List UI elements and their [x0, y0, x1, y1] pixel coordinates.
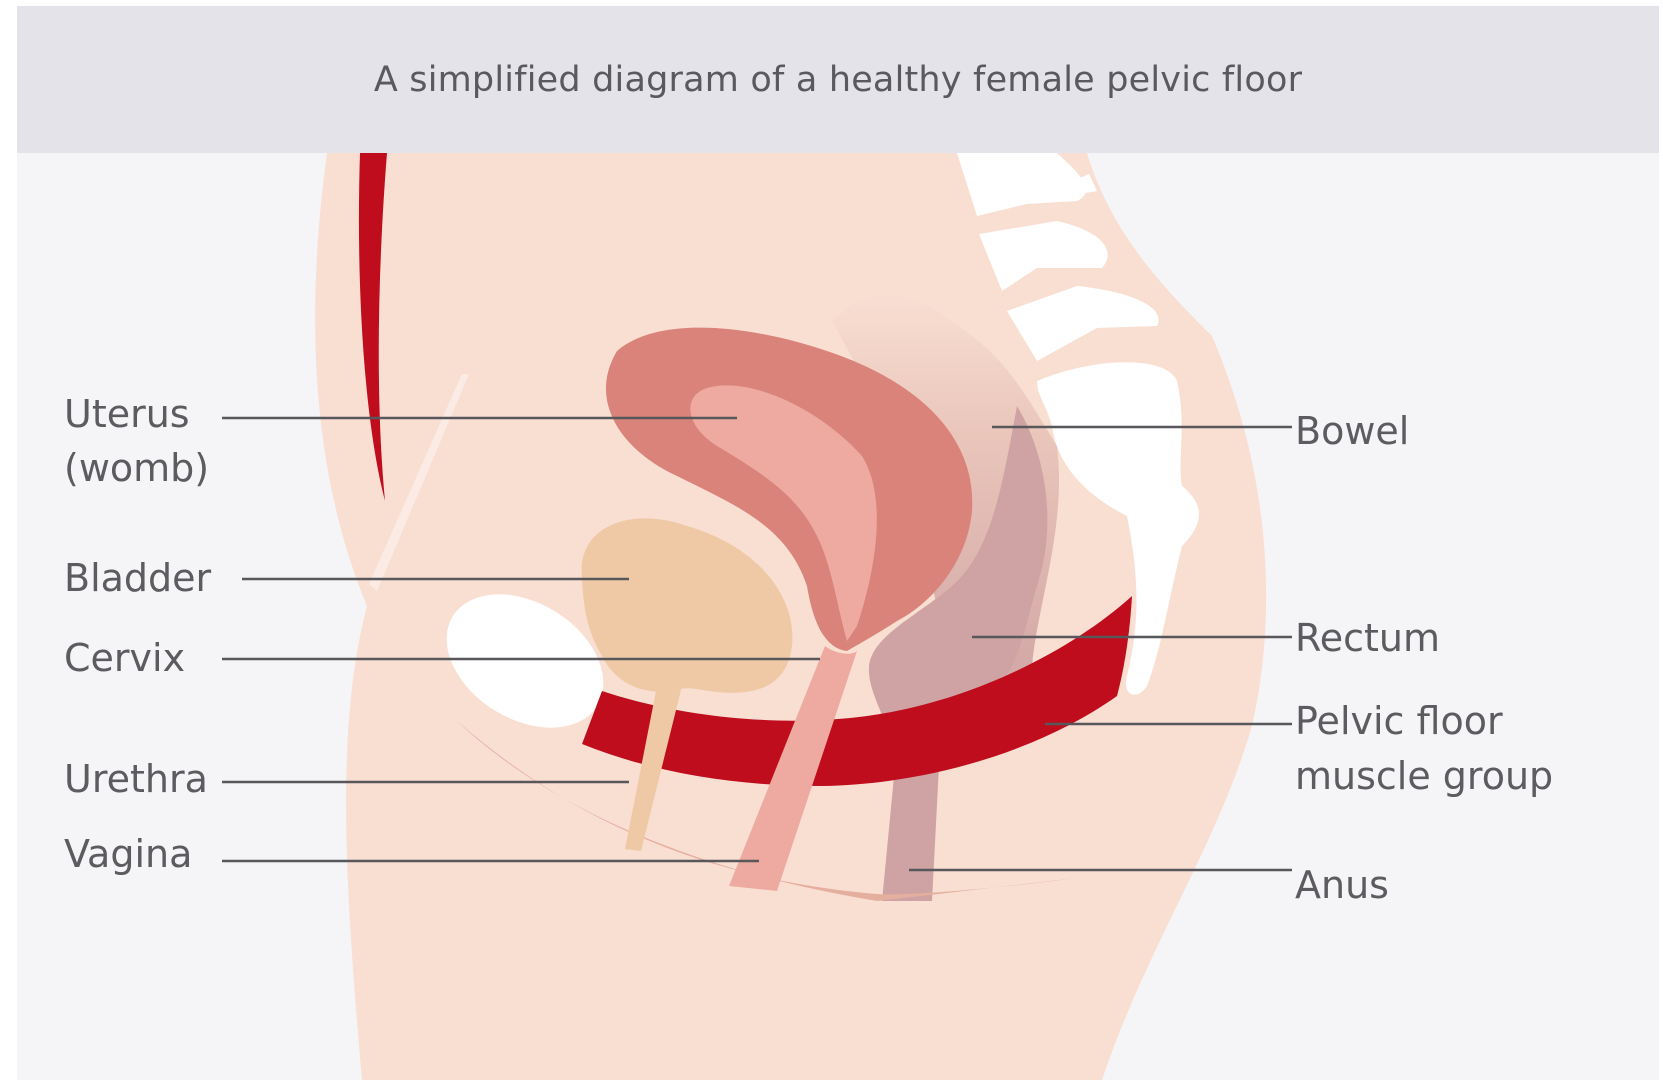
label-vagina: Vagina — [64, 832, 192, 876]
label-cervix: Cervix — [64, 636, 185, 680]
diagram-title: A simplified diagram of a healthy female… — [374, 60, 1302, 100]
label-rectum: Rectum — [1295, 616, 1440, 660]
label-uterus: Uterus — [64, 392, 190, 436]
label-urethra: Urethra — [64, 757, 208, 801]
label-bladder: Bladder — [64, 556, 212, 600]
label-muscle-group: muscle group — [1295, 754, 1553, 798]
label-anus: Anus — [1295, 863, 1389, 907]
label-womb: (womb) — [64, 446, 209, 490]
label-bowel: Bowel — [1295, 409, 1409, 453]
pelvic-floor-diagram: Uterus (womb) Bladder Cervix Urethra Vag… — [17, 6, 1659, 1080]
diagram-panel: Uterus (womb) Bladder Cervix Urethra Vag… — [17, 6, 1659, 1080]
title-bar: A simplified diagram of a healthy female… — [17, 6, 1659, 153]
label-pelvic-floor: Pelvic floor — [1295, 699, 1503, 743]
